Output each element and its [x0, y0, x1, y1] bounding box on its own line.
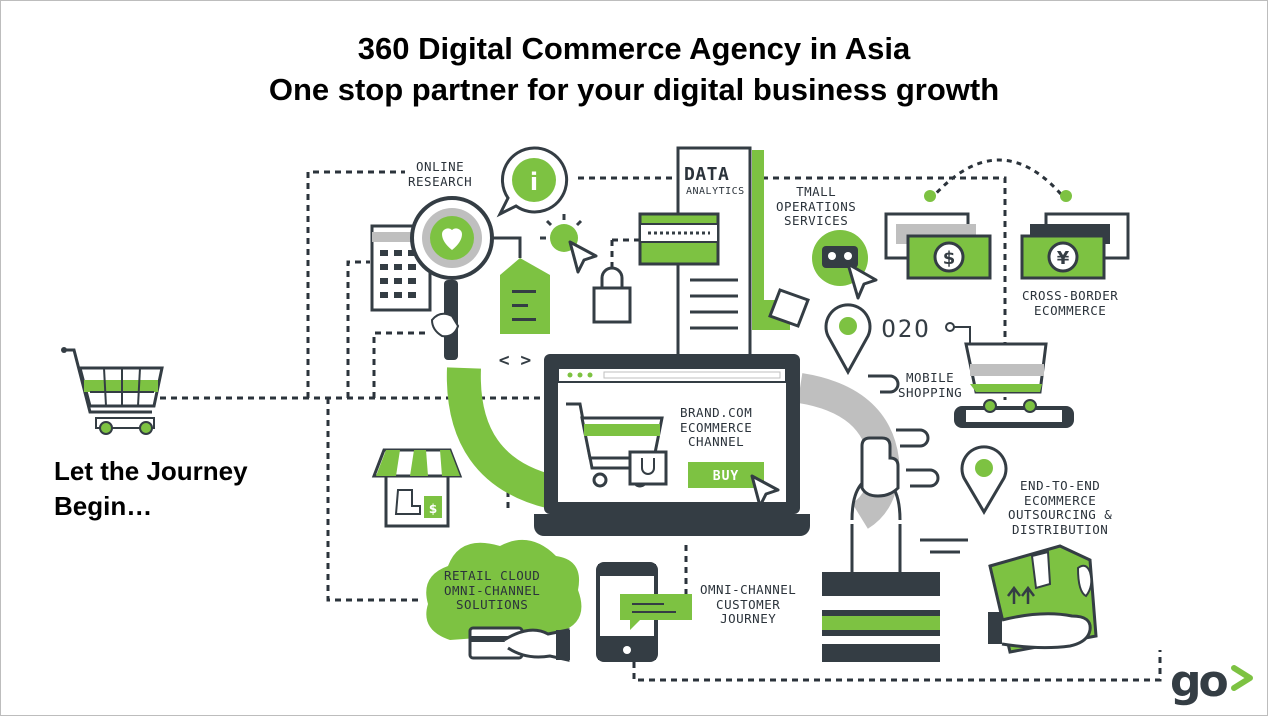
- tmall-cat-icon: [812, 230, 878, 300]
- click-target-icon: [540, 214, 598, 274]
- laptop-icon: BUY: [534, 354, 810, 536]
- logo-text: go: [1170, 656, 1227, 707]
- store-dollar: $: [429, 502, 437, 516]
- title-line-2: One stop partner for your digital busine…: [268, 72, 1000, 107]
- green-road-path: [446, 367, 557, 509]
- info-bubble-icon: i: [496, 146, 569, 218]
- magnifier-icon: [370, 196, 522, 360]
- data-label: DATA: [684, 164, 730, 185]
- yen-bill-icon: ¥: [1020, 190, 1130, 280]
- title-line-1: 360 Digital Commerce Agency in Asia: [357, 31, 911, 66]
- padlock-icon: [592, 266, 632, 324]
- yen-symbol: ¥: [1057, 248, 1070, 269]
- dashed-connectors: [160, 158, 1162, 682]
- data-analytics-document: [638, 146, 810, 360]
- analytics-label: ANALYTICS: [686, 186, 745, 197]
- delivery-pin-icon: [960, 445, 1008, 515]
- dollar-bill-icon: $: [884, 190, 992, 280]
- price-tag-icon: [500, 258, 550, 334]
- code-icon: < >: [499, 350, 532, 371]
- phone-icon: [596, 562, 692, 662]
- o2o-label: O2O: [881, 315, 930, 343]
- buy-label: BUY: [713, 469, 739, 484]
- mobile-shopping-cart-icon: [954, 342, 1074, 428]
- location-pin-icon: [824, 303, 872, 376]
- journey-line-1: Let the Journey: [54, 456, 248, 486]
- start-cart-icon: [61, 347, 164, 435]
- wind-lines: [868, 374, 968, 554]
- dollar-symbol: $: [943, 248, 956, 269]
- journey-caption: Let the Journey Begin…: [54, 454, 248, 524]
- retail-cloud-icon: [426, 539, 582, 662]
- info-icon: i: [530, 168, 538, 196]
- store-icon: $: [371, 448, 463, 528]
- journey-line-2: Begin…: [54, 491, 153, 521]
- shopping-bag-icon: [822, 436, 940, 662]
- delivery-box-icon: [988, 544, 1098, 654]
- go-logo: go: [1170, 656, 1253, 707]
